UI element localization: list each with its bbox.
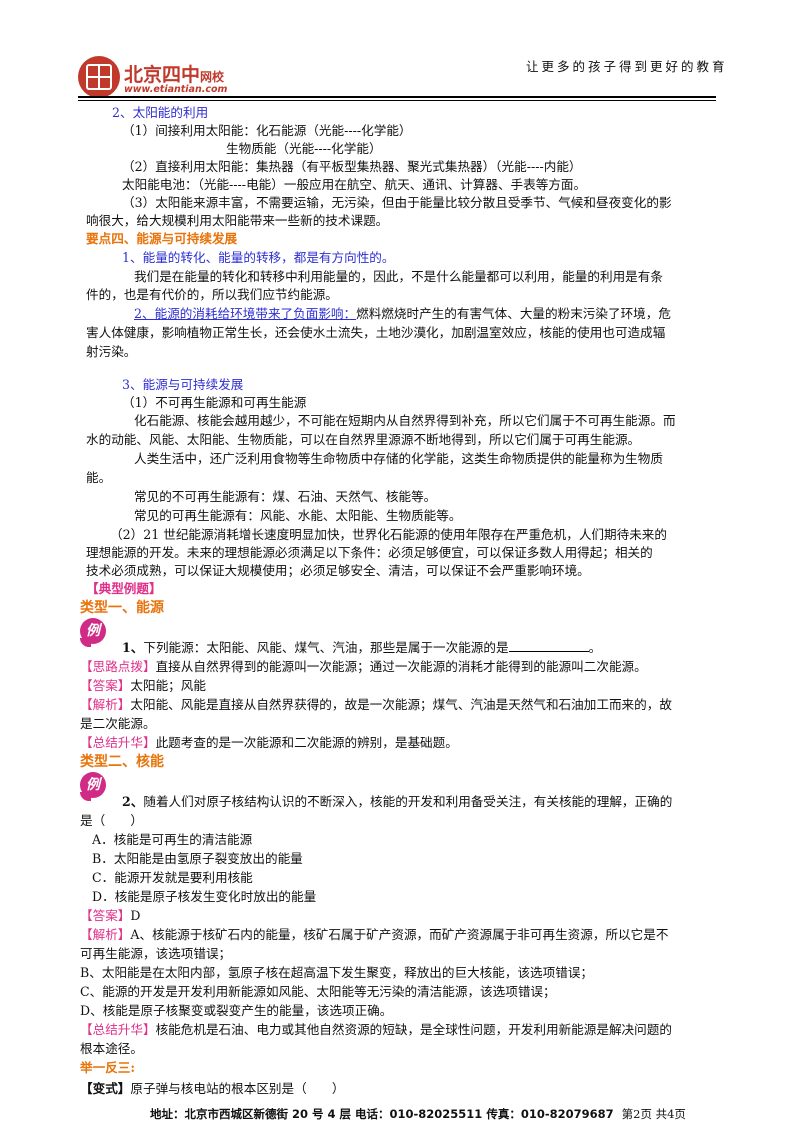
brand-name: 北京四中网校	[124, 64, 225, 86]
text-line: 响很大，给大规模利用太阳能带来一些新的技术课题。	[86, 213, 389, 228]
type-title: 类型二、核能	[80, 754, 164, 770]
text-line: D、核能是原子核聚变或裂变产生的能量，该选项正确。	[80, 1003, 393, 1018]
example-badge-icon: 例	[80, 772, 106, 801]
option-b: B．太阳能是由氢原子裂变放出的能量	[92, 851, 303, 866]
variant-line: 【变式】原子弹与核电站的根本区别是（ ）	[80, 1081, 345, 1096]
text-line: 常见的可再生能源有：风能、水能、太阳能、生物质能等。	[134, 508, 462, 523]
footer: 地址：北京市西城区新德街 20 号 4 层 电话：010-82025511 传真…	[150, 1107, 686, 1121]
text-line: （2）21 世纪能源消耗增长速度明显加快，世界化石能源的使用年限存在严重危机，人…	[110, 527, 667, 542]
header-rule-thin	[78, 100, 716, 101]
option-d: D．核能是原子核发生变化时放出的能量	[92, 889, 317, 904]
text-line: 理想能源的开发。未来的理想能源必须满足以下条件：必须足够便宜，可以保证多数人用得…	[86, 545, 653, 560]
summary-line: 【总结升华】此题考查的是一次能源和二次能源的辨别，是基础题。	[80, 735, 458, 750]
text-line: 常见的不可再生能源有：煤、石油、天然气、核能等。	[134, 489, 437, 504]
examples-title: 【典型例题】	[86, 581, 162, 596]
answer-line: 【答案】太阳能；风能	[80, 678, 206, 693]
text-line: 射污染。	[86, 344, 137, 359]
text-line: 2、能源的消耗给环境带来了负面影响：燃料燃烧时产生的有害气体、大量的粉末污染了环…	[134, 306, 671, 321]
subsection-title: 1、能量的转化、能量的转移，都是有方向性的。	[122, 250, 395, 265]
analysis-line: 【解析】太阳能、风能是直接从自然界获得的，故是一次能源；煤气、汽油是天然气和石油…	[80, 697, 672, 712]
hint-line: 【思路点拨】直接从自然界得到的能源叫一次能源；通过一次能源的消耗才能得到的能源叫…	[80, 659, 647, 674]
point-title: 要点四、能源与可持续发展	[86, 231, 238, 246]
text-line: 我们是在能量的转化和转移中利用能量的，因此，不是什么能量都可以利用，能量的利用是…	[134, 269, 663, 284]
text-line: （1）不可再生能源和可再生能源	[122, 395, 307, 410]
text-line: 人类生活中，还广泛利用食物等生命物质中存储的化学能，这类生命物质提供的能量称为生…	[134, 451, 663, 466]
practice-title: 举一反三:	[80, 1060, 136, 1075]
text-line: 化石能源、核能会越用越少，不可能在短期内从自然界得到补充，所以它们属于不可再生能…	[134, 413, 676, 428]
type-title: 类型一、能源	[80, 600, 164, 616]
section-title: 2、太阳能的利用	[112, 105, 209, 120]
subsection-title: 3、能源与可持续发展	[122, 377, 244, 392]
text-line: 是二次能源。	[80, 716, 156, 731]
text-line: C、能源的开发是开发利用新能源如风能、太阳能等无污染的清洁能源，该选项错误；	[80, 984, 556, 999]
text-line: 太阳能电池：（光能----电能）一般应用在航空、航天、通讯、计算器、手表等方面。	[122, 177, 587, 192]
text-line: 生物质能（光能----化学能）	[226, 141, 382, 156]
answer-line: 【答案】D	[80, 908, 141, 923]
text-line: 技术必须成熟，可以保证大规模使用；必须足够安全、清洁，可以保证不会严重影响环境。	[86, 563, 590, 578]
option-c: C．能源开发就是要利用核能	[92, 870, 253, 885]
option-a: A．核能是可再生的清洁能源	[92, 832, 253, 847]
text-line: 可再生能源，该选项错误；	[80, 946, 232, 961]
text-line: （1）间接利用太阳能：化石能源（光能----化学能）	[122, 123, 412, 138]
text-line: （2）直接利用太阳能：集热器（有平板型集热器、聚光式集热器）（光能----内能）	[122, 159, 582, 174]
header-rule	[78, 96, 716, 98]
text-line: 水的动能、风能、太阳能、生物质能，可以在自然界里源源不断地得到，所以它们属于可再…	[86, 432, 641, 447]
text-line: 根本途径。	[80, 1041, 143, 1056]
question-1: 1、下列能源：太阳能、风能、煤气、汽油，那些是属于一次能源的是。	[122, 640, 602, 655]
text-line: 件的，也是有代价的，所以我们应节约能源。	[86, 287, 338, 302]
question-2: 2、随着人们对原子核结构认识的不断深入，核能的开发和利用备受关注，有关核能的理解…	[122, 794, 673, 809]
text-line: 是（ ）	[80, 813, 143, 828]
logo-icon	[78, 56, 120, 98]
answer-blank	[508, 640, 589, 652]
example-badge-icon: 例	[80, 618, 106, 647]
slogan: 让更多的孩子得到更好的教育	[526, 59, 728, 74]
summary-line: 【总结升华】核能危机是石油、电力或其他自然资源的短缺，是全球性问题，开发利用新能…	[80, 1022, 672, 1037]
text-line: 能。	[86, 470, 112, 485]
analysis-line: 【解析】A、核能源于核矿石内的能量，核矿石属于矿产资源，而矿产资源属于非可再生资…	[80, 927, 669, 942]
text-line: B、太阳能是在太阳内部，氢原子核在超高温下发生聚变，释放出的巨大核能，该选项错误…	[80, 965, 594, 980]
text-line: （3）太阳能来源丰富，不需要运输，无污染，但由于能量比较分散且受季节、气候和昼夜…	[122, 195, 672, 210]
brand-url: www.etiantian.com	[124, 84, 228, 95]
text-line: 害人体健康，影响植物正常生长，还会使水土流失，土地沙漠化，加剧温室效应，核能的使…	[86, 325, 666, 340]
